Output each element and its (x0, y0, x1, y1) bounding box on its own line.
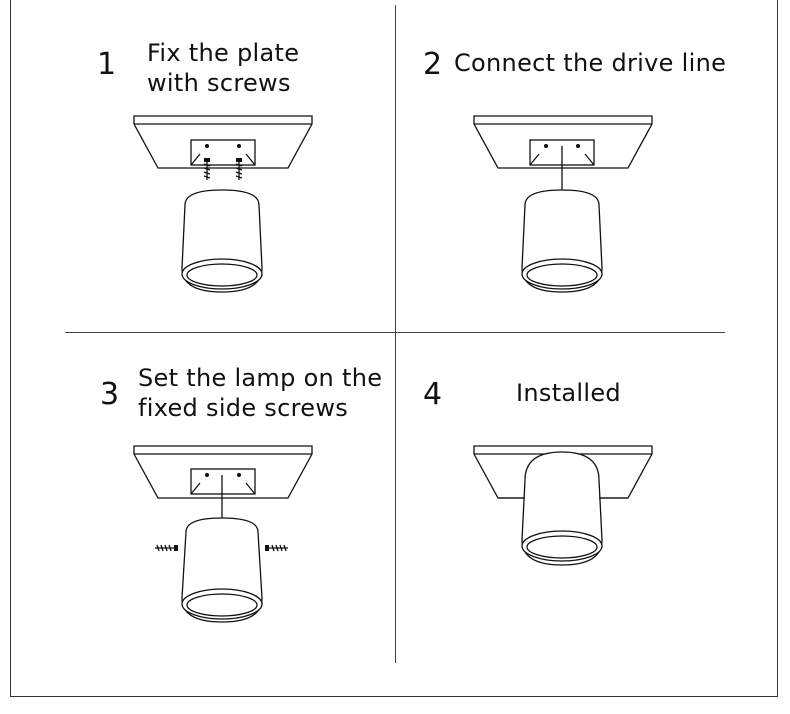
step-3-number: 3 (100, 377, 120, 412)
horizontal-divider (65, 332, 725, 333)
step-1-text-line-1: Fix the plate (147, 39, 300, 67)
lamp-cylinder (521, 189, 603, 293)
step-2-text: Connect the drive line (454, 48, 726, 78)
vertical-divider (395, 5, 396, 663)
step-3-text: Set the lamp on the fixed side screws (138, 363, 382, 423)
screw-icon (235, 158, 243, 180)
screw-icon (155, 544, 178, 552)
step-2-number: 2 (423, 47, 443, 82)
step-4-number: 4 (423, 377, 443, 412)
step-4-text-line-1: Installed (516, 379, 621, 407)
mounting-bracket (190, 139, 256, 166)
mounting-bracket (190, 468, 256, 495)
lamp-cylinder (181, 517, 263, 623)
screw-icon (203, 158, 211, 180)
step-4-text: Installed (516, 378, 621, 408)
step-3-text-line-2: fixed side screws (138, 394, 349, 422)
step-2-text-line-1: Connect the drive line (454, 49, 727, 77)
step-1-text: Fix the plate with screws (147, 38, 299, 98)
step-1-number: 1 (97, 47, 117, 82)
lamp-cylinder (498, 451, 628, 566)
diagram-frame (10, 0, 778, 697)
screw-icon (265, 544, 288, 552)
lamp-cylinder (181, 189, 263, 293)
step-1-text-line-2: with screws (147, 69, 291, 97)
step-3-text-line-1: Set the lamp on the (138, 364, 383, 392)
